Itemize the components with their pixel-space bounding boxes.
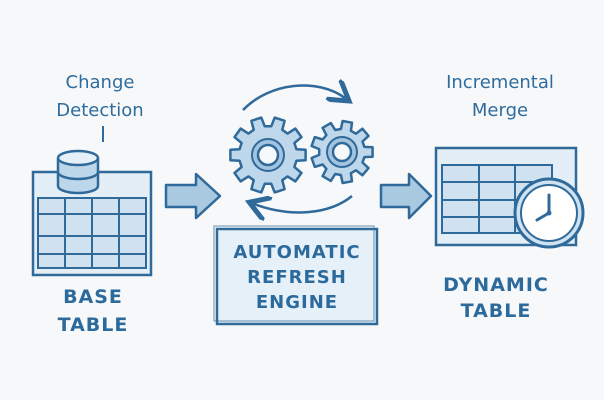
table-grid-icon: [37, 197, 147, 269]
arrow-right-icon: [164, 172, 222, 220]
engine-box: [213, 225, 379, 326]
dynamic-table-label-line1: DYNAMIC: [443, 274, 549, 296]
dynamic-table-graphic: [434, 146, 585, 249]
engine-label-line2: REFRESH: [247, 267, 347, 288]
refresh-cycle-icon: [242, 86, 352, 213]
database-icon: [56, 149, 100, 195]
gear-icon: [229, 116, 307, 194]
clock-icon: [513, 177, 585, 249]
engine-label-line1: AUTOMATIC: [233, 242, 360, 263]
dynamic-table-label-line2: TABLE: [461, 300, 532, 322]
change-detection-label-line1: Change: [66, 72, 135, 93]
incremental-merge-label-line1: Incremental: [446, 72, 554, 93]
engine-label-line3: ENGINE: [256, 292, 338, 313]
base-table-label-line1: BASE: [63, 286, 123, 308]
base-table-graphic: [31, 149, 153, 277]
change-detection-label-line2: Detection: [56, 100, 143, 121]
incremental-merge-label-line2: Merge: [472, 100, 528, 121]
gear-icon: [310, 119, 374, 185]
base-table-label-line2: TABLE: [58, 314, 129, 336]
arrow-right-icon: [379, 172, 433, 220]
